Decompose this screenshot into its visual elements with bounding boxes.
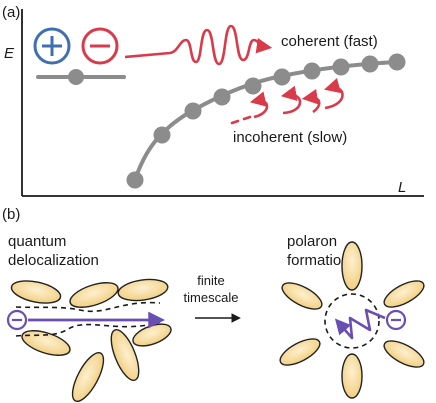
molecule xyxy=(279,338,321,366)
hop-arrow xyxy=(323,78,344,110)
incoherent-hops xyxy=(230,78,344,125)
hop-arrow xyxy=(280,85,302,115)
molecule xyxy=(21,330,71,356)
arrow-label-line1: finite xyxy=(197,273,224,288)
incoherent-label: incoherent (slow) xyxy=(233,129,347,146)
molecule xyxy=(71,352,105,402)
molecule xyxy=(10,280,62,304)
molecule xyxy=(69,282,119,308)
state-dot xyxy=(244,77,262,95)
state-dot xyxy=(184,102,202,120)
y-axis-label: E xyxy=(4,45,15,62)
hop-arrow xyxy=(301,88,321,114)
localized-motion-zigzag xyxy=(334,308,386,340)
dispersion-curve xyxy=(126,53,406,189)
polaron-electron xyxy=(385,309,407,331)
localized-level-dot xyxy=(68,69,84,85)
hop-arrow xyxy=(249,91,269,119)
state-dot xyxy=(213,88,231,106)
x-axis-label: L xyxy=(398,179,406,196)
energy-axes xyxy=(21,9,424,197)
delocalization-boundary xyxy=(15,321,161,337)
delocalized-electron xyxy=(6,309,166,331)
electron-hole-pair-icon xyxy=(33,27,126,85)
polaron-boundary xyxy=(324,293,380,349)
state-dot xyxy=(273,68,291,86)
delocalization-boundary xyxy=(15,301,161,313)
state-dot xyxy=(126,171,144,189)
state-dot xyxy=(303,62,321,80)
left-title-line1: quantum xyxy=(8,233,66,250)
molecule xyxy=(281,282,323,310)
hop-dots xyxy=(230,115,252,125)
polaron-molecules xyxy=(279,241,425,399)
panel-a-label: (a) xyxy=(2,4,20,21)
state-dot xyxy=(332,58,350,76)
left-title-line2: delocalization xyxy=(8,252,99,269)
molecule xyxy=(341,241,363,291)
panel-b-label: (b) xyxy=(2,206,20,223)
delocalized-molecules xyxy=(10,278,172,402)
right-title-line1: polaron xyxy=(287,233,337,250)
molecule xyxy=(110,328,140,382)
right-title-line2: formation xyxy=(287,252,350,269)
molecule xyxy=(383,280,425,308)
arrow-label-line2: timescale xyxy=(184,290,239,305)
dispersion-line xyxy=(133,60,397,181)
molecule xyxy=(117,278,169,302)
molecule xyxy=(383,340,425,368)
state-dot xyxy=(153,126,171,144)
state-dot xyxy=(361,55,379,73)
coherent-transport-arrow xyxy=(124,24,273,66)
coherent-label: coherent (fast) xyxy=(281,33,378,50)
state-dot xyxy=(388,53,406,71)
molecule xyxy=(341,353,363,399)
